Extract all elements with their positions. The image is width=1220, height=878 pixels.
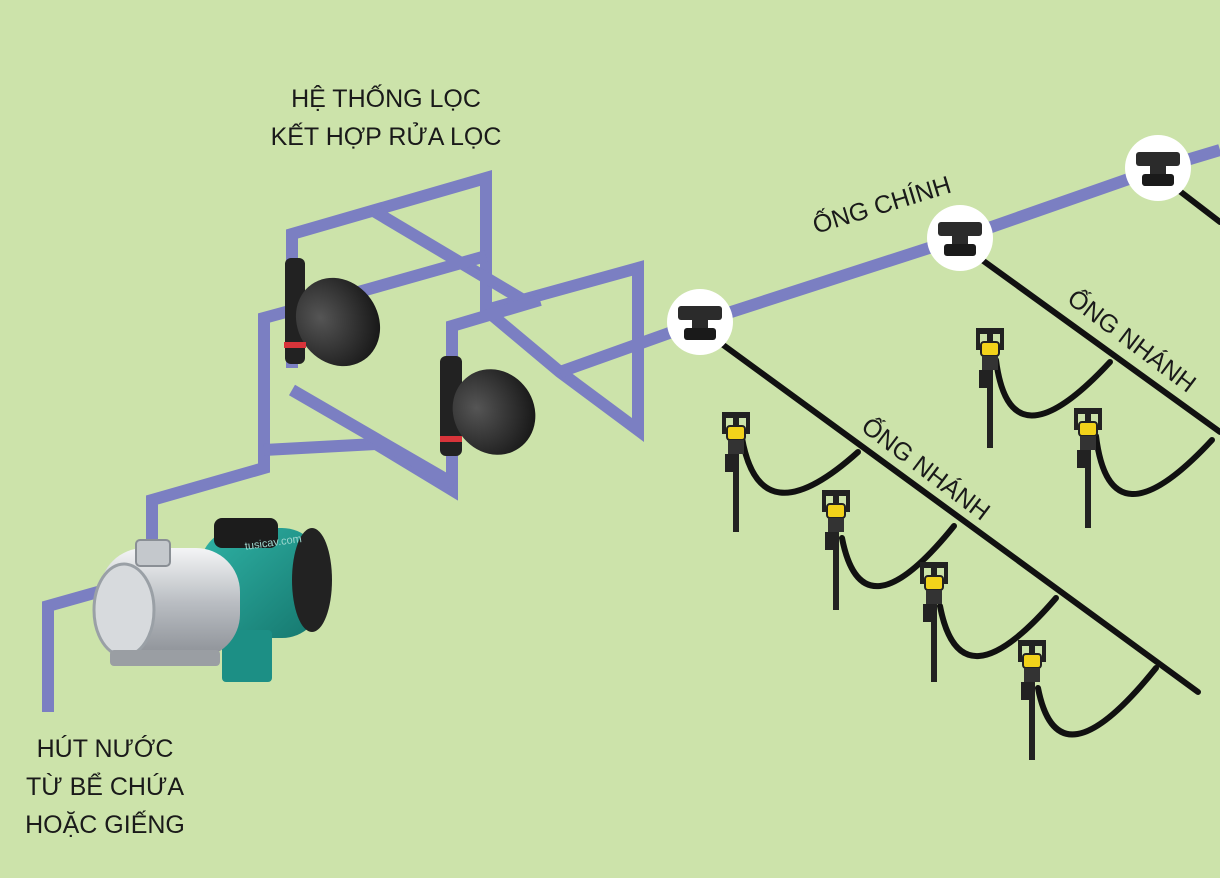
disc-filter-icon	[284, 258, 381, 367]
filter-lower-loop	[263, 294, 542, 501]
sprinkler-icon	[721, 411, 751, 533]
pipe-tee-connector-icon	[927, 205, 993, 271]
sprinklers	[721, 327, 1103, 761]
pipe-tee-connector-icon	[667, 289, 733, 355]
water-source-line-3: HOẶC GIẾNG	[25, 811, 185, 839]
filter-system-line-1: HỆ THỐNG LỌC	[291, 85, 481, 113]
filter-system-line-2: KẾT HỢP RỬA LỌC	[270, 123, 502, 151]
water-source-line-2: TỪ BỂ CHỨA	[26, 773, 184, 801]
suction-pipe	[42, 582, 114, 712]
filter-cross-2	[288, 384, 458, 490]
filter-cross-1	[368, 204, 534, 310]
pipe-tee-connector-icon	[1125, 135, 1191, 201]
sprinkler-icon	[1073, 407, 1103, 529]
water-pump-icon	[92, 518, 332, 682]
disc-filter-icon	[440, 356, 536, 456]
water-source-label: HÚT NƯỚC TỪ BỂ CHỨA HOẶC GIẾNG	[0, 730, 210, 844]
filter-system-label: HỆ THỐNG LỌC KẾT HỢP RỬA LỌC	[246, 80, 526, 156]
water-source-line-1: HÚT NƯỚC	[36, 735, 174, 763]
filter-upper-loop	[286, 170, 644, 442]
